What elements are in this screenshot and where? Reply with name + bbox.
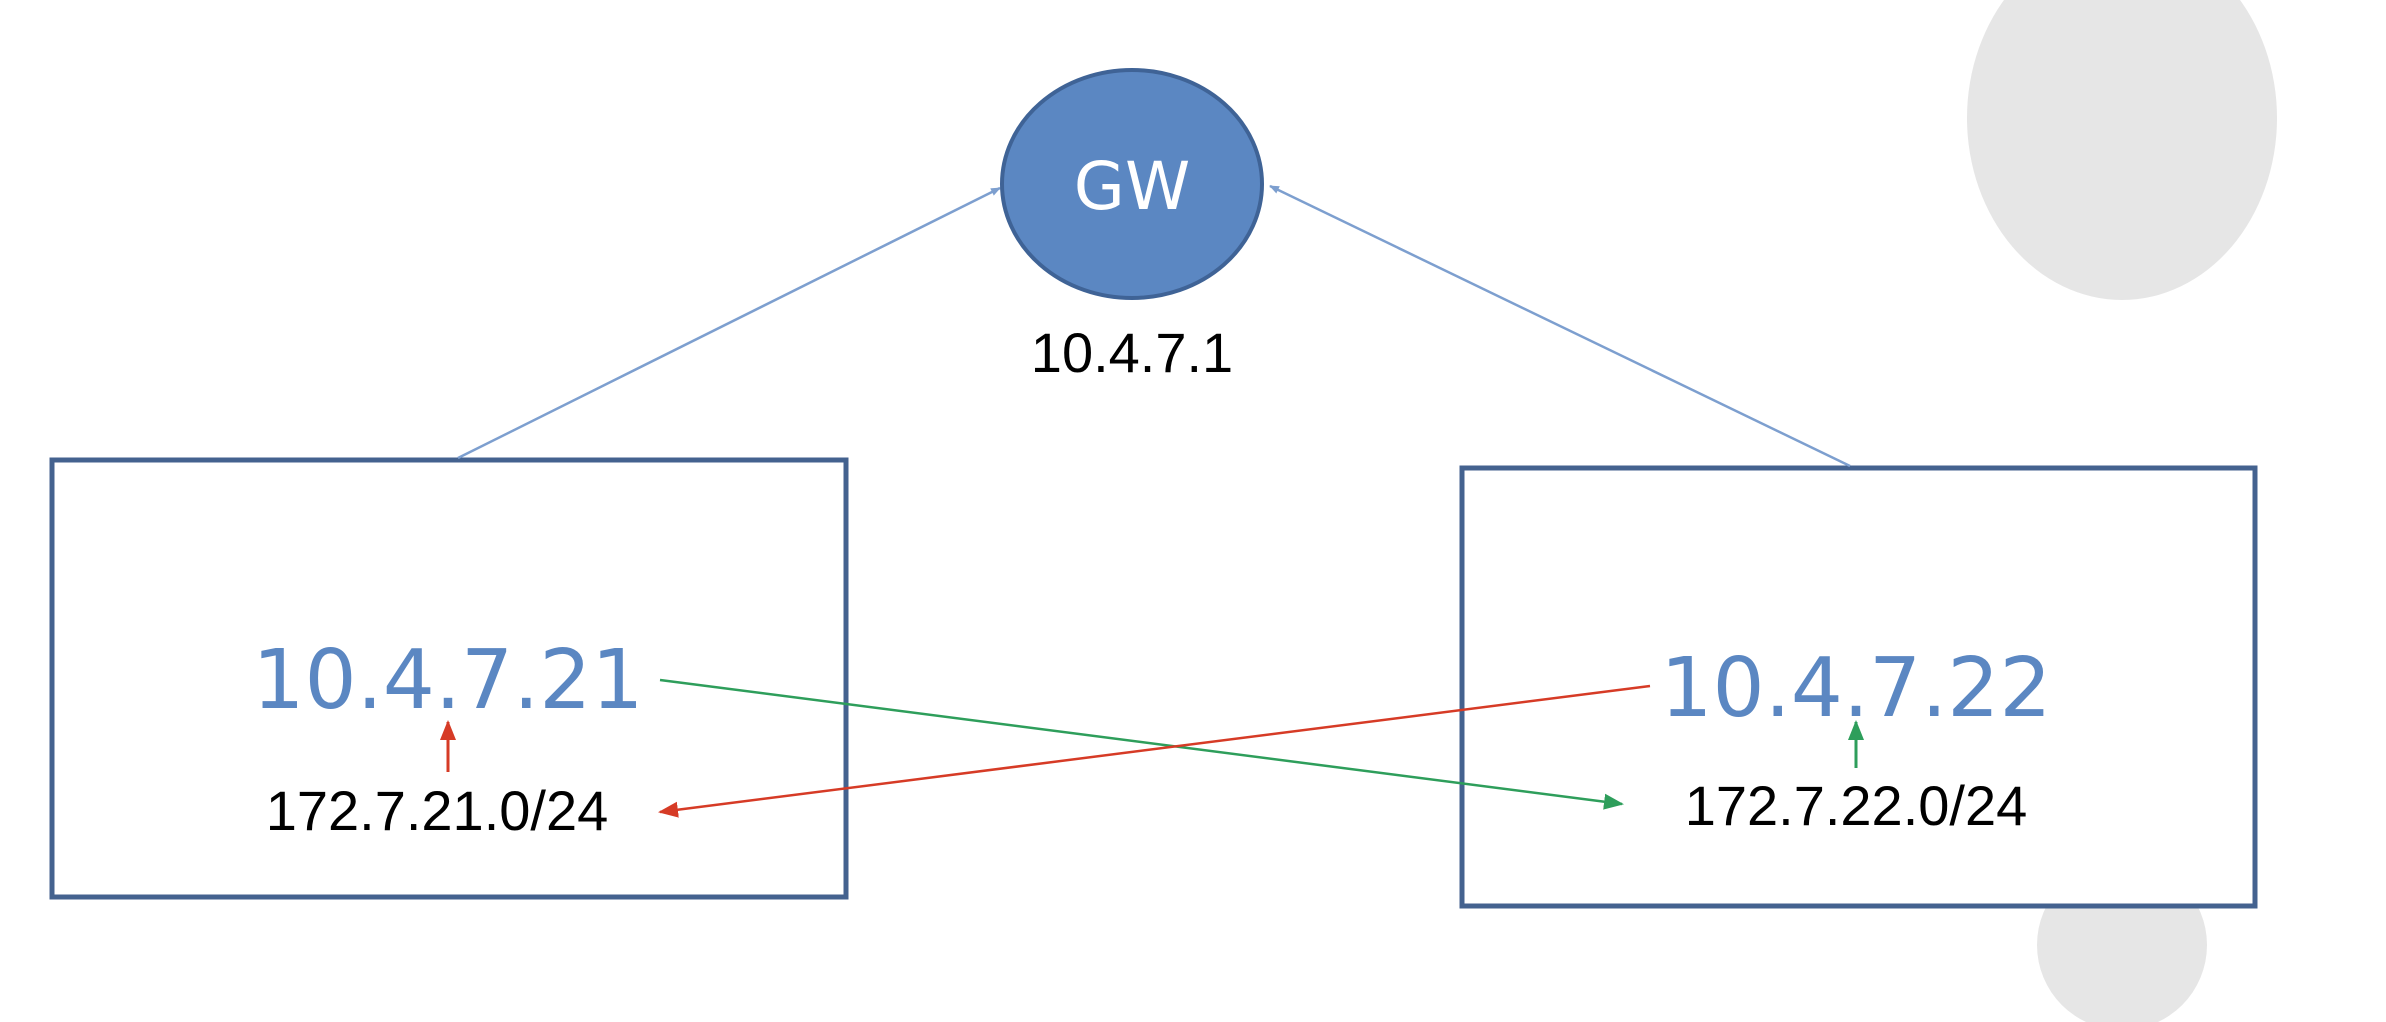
decorative-circle-top-right — [1967, 0, 2277, 300]
subnet-label-left: 172.7.21.0/24 — [266, 779, 609, 842]
route-arrow-to-right-subnet — [659, 678, 1624, 810]
host-box-left — [49, 457, 849, 900]
gateway-ip: 10.4.7.1 — [1031, 321, 1233, 384]
uplink-right-to-gateway — [1269, 184, 1851, 468]
uplink-left-to-gateway — [457, 186, 1001, 460]
gateway-label: GW — [1074, 148, 1190, 225]
host-ip-left: 10.4.7.21 — [252, 633, 643, 728]
host-box-right — [1459, 465, 2258, 909]
host-ip-right: 10.4.7.22 — [1660, 641, 2051, 736]
subnet-label-right: 172.7.22.0/24 — [1685, 774, 2028, 837]
route-arrow-to-left-subnet — [658, 684, 1651, 818]
gateway-node — [1000, 68, 1264, 300]
